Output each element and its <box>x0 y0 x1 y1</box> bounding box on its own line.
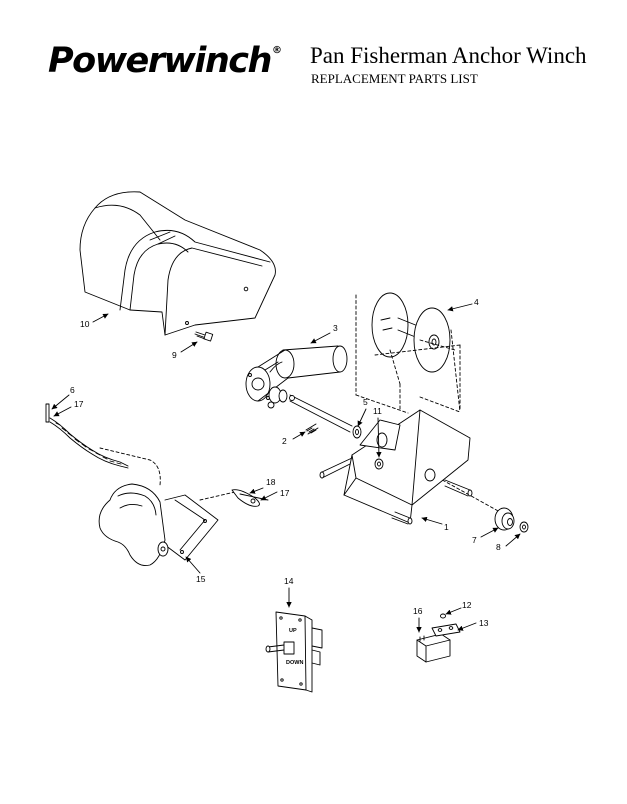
callout-numbers: 10 9 3 4 5 11 2 6 17 1 7 8 18 17 15 14 1… <box>70 297 501 628</box>
switch-up-label: UP <box>289 628 297 634</box>
callout-17-clip: 17 <box>280 488 290 498</box>
callout-1: 1 <box>444 522 449 532</box>
frame-part <box>319 409 473 525</box>
callout-18: 18 <box>266 477 276 487</box>
callout-3: 3 <box>333 323 338 333</box>
document-subtitle: REPLACEMENT PARTS LIST <box>311 71 478 86</box>
callout-15: 15 <box>196 574 206 584</box>
registered-mark: ® <box>271 45 282 56</box>
motor-part <box>245 345 353 433</box>
document-title: Pan Fisherman Anchor Winch <box>310 43 587 68</box>
screw-part-9 <box>194 331 214 342</box>
callout-16: 16 <box>413 606 423 616</box>
callout-10: 10 <box>80 319 90 329</box>
set-screw-part <box>305 423 319 435</box>
callout-4: 4 <box>474 297 479 307</box>
callout-9: 9 <box>172 350 177 360</box>
callout-7: 7 <box>472 535 477 545</box>
switch-part: UP DOWN <box>265 611 323 693</box>
clip-part <box>231 489 269 507</box>
callout-6: 6 <box>70 385 75 395</box>
bushing-part <box>494 507 515 531</box>
callout-14: 14 <box>284 576 294 586</box>
callout-2: 2 <box>282 436 287 446</box>
callout-11: 11 <box>373 406 382 416</box>
drum-part <box>371 292 451 373</box>
brand-name: Powerwinch <box>48 41 272 81</box>
callout-17-chain: 17 <box>74 399 84 409</box>
callout-13: 13 <box>479 618 489 628</box>
cover-part <box>79 191 276 336</box>
brand-logo: Powerwinch® <box>48 41 282 81</box>
callout-5: 5 <box>363 397 368 407</box>
switch-down-label: DOWN <box>286 660 303 666</box>
nut-part-11 <box>374 458 384 470</box>
nut-part-8 <box>519 521 529 533</box>
callout-12: 12 <box>462 600 472 610</box>
callout-8: 8 <box>496 542 501 552</box>
circuit-breaker-part <box>416 613 461 663</box>
leader-lines <box>51 303 521 633</box>
chain-part <box>45 403 129 469</box>
bow-roller-part <box>98 483 219 566</box>
washer-part <box>352 425 362 439</box>
